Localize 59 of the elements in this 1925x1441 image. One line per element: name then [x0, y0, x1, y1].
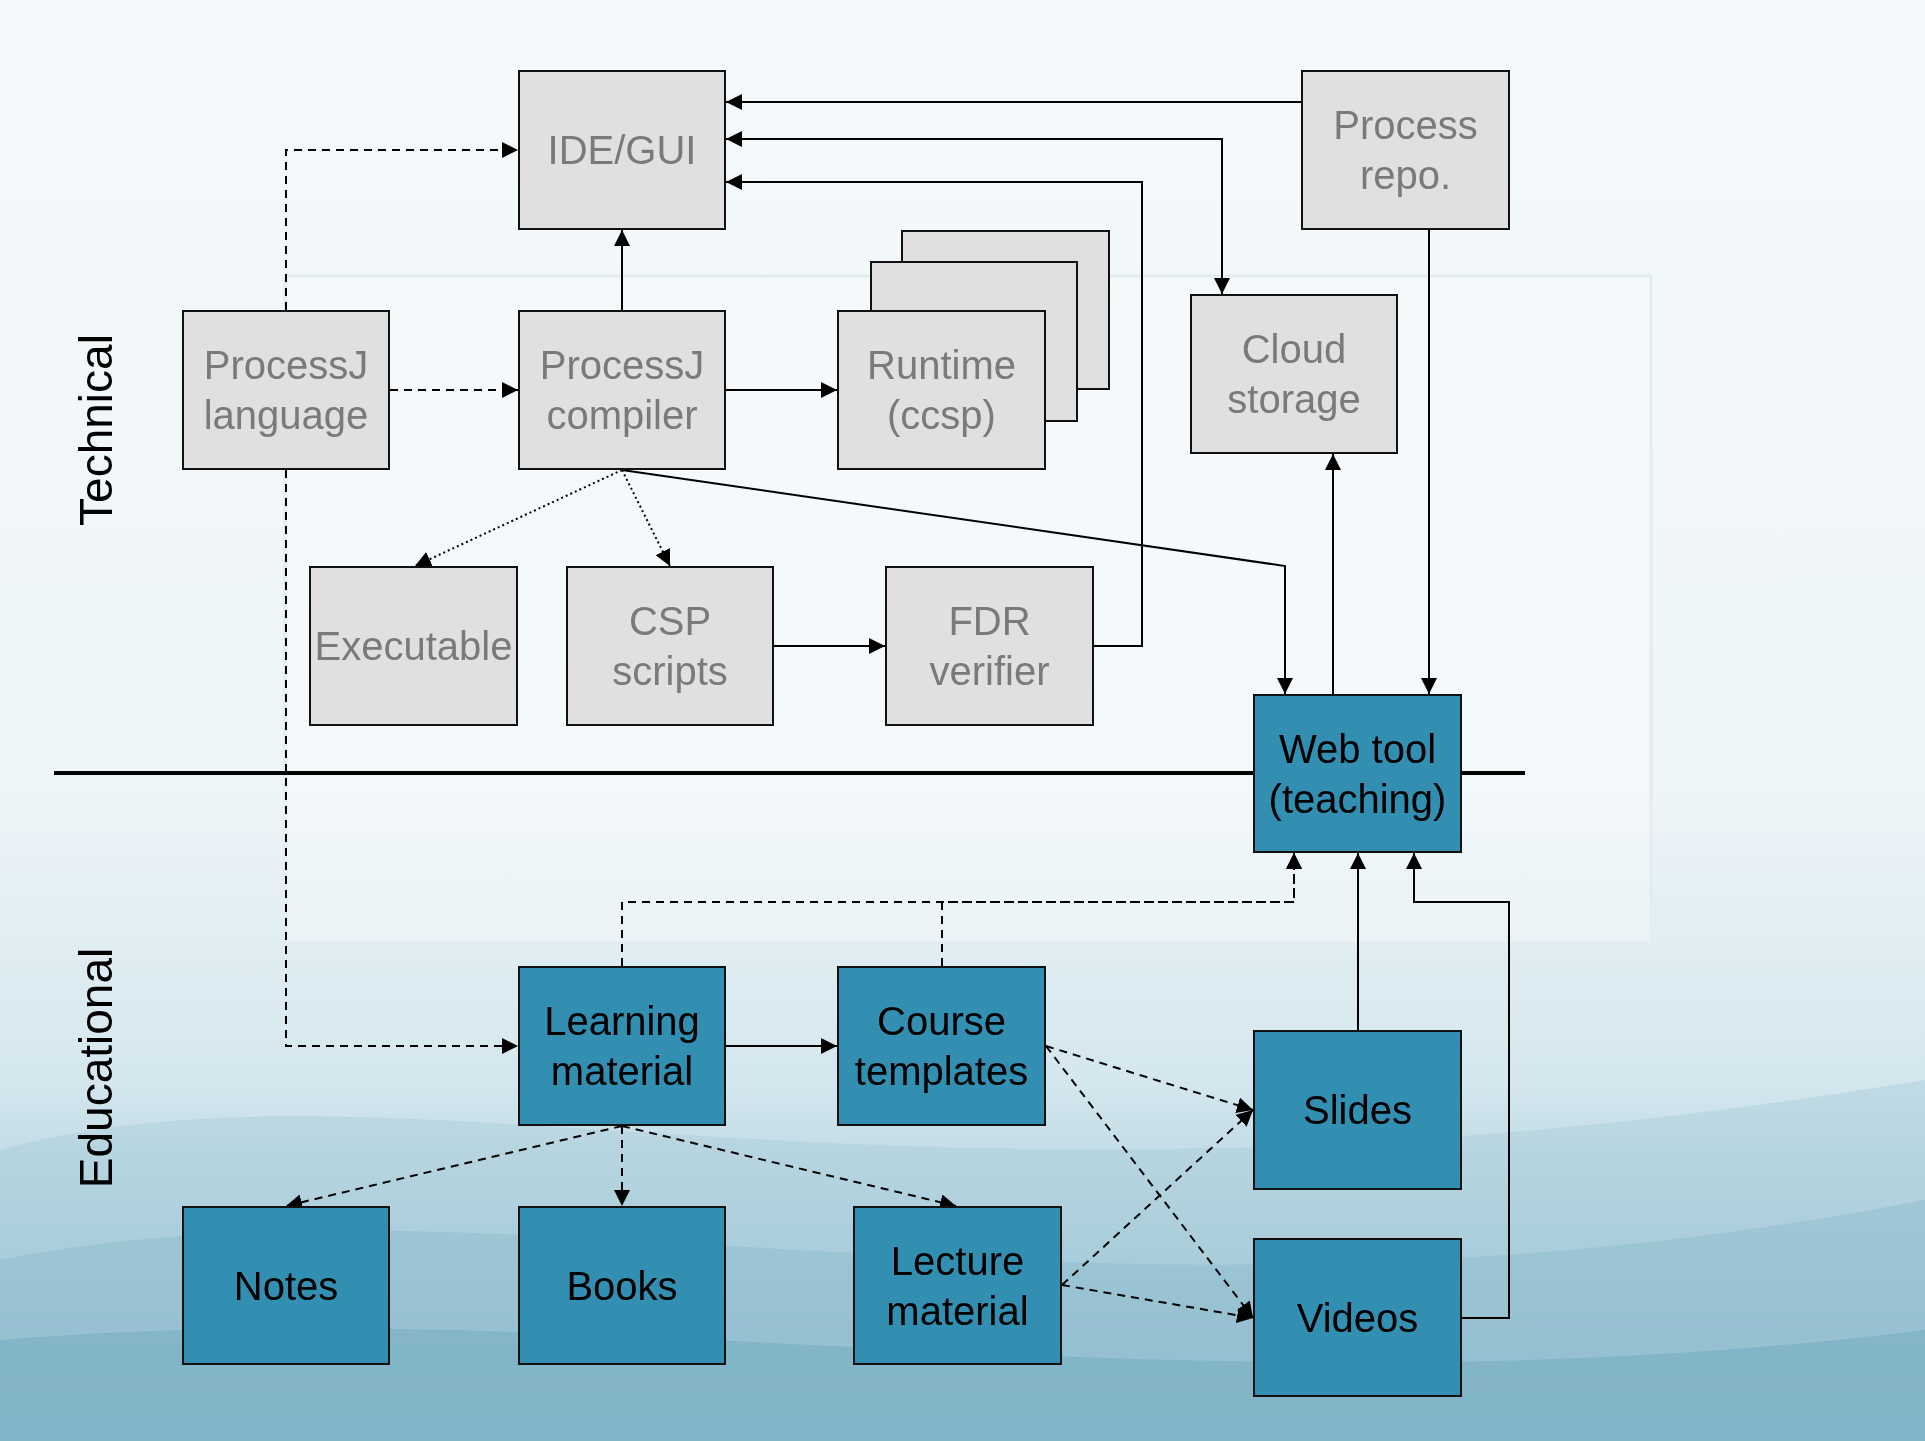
arrow — [773, 638, 886, 654]
arrow — [621, 469, 1293, 695]
box-label: FDR verifier — [928, 598, 1051, 695]
box-label: Course templates — [853, 998, 1030, 1095]
box-label: Slides — [1303, 1087, 1412, 1134]
section-label: Educational — [69, 947, 124, 1189]
section-label: Technical — [68, 334, 123, 526]
box-label: CSP scripts — [611, 598, 729, 695]
component-box — [518, 310, 726, 470]
arrow — [1406, 852, 1510, 1319]
arrow — [614, 1125, 630, 1207]
arrow — [285, 142, 519, 311]
arrow — [1045, 1045, 1254, 1113]
teaching-box — [182, 1206, 390, 1365]
box-label: Process repo. — [1332, 102, 1479, 199]
component-box — [1301, 70, 1510, 230]
box-label: Web tool (teaching) — [1267, 725, 1448, 823]
arrow — [725, 1038, 838, 1054]
box-label: Lecture material — [885, 1237, 1030, 1335]
component-box — [518, 70, 726, 230]
teaching-box — [853, 1206, 1062, 1365]
arrow — [725, 94, 1302, 110]
teaching-box — [1253, 1238, 1462, 1397]
arrow — [1061, 1284, 1254, 1324]
component-box — [182, 310, 390, 470]
box-label: Learning material — [543, 998, 701, 1095]
arrow — [1421, 229, 1437, 695]
box-label: Notes — [233, 1262, 339, 1310]
component-box — [309, 566, 518, 726]
box-label: IDE/GUI — [547, 127, 697, 174]
teaching-box — [837, 966, 1046, 1126]
arrow — [1325, 453, 1341, 695]
teaching-box — [518, 1206, 726, 1365]
teaching-box — [518, 966, 726, 1126]
component-box — [1190, 294, 1398, 454]
component-box — [885, 566, 1094, 726]
box-label: Cloud storage — [1226, 326, 1362, 423]
teaching-box — [1253, 1030, 1462, 1190]
arrow — [614, 229, 630, 311]
component-box — [566, 566, 774, 726]
box-label: ProcessJ language — [202, 342, 370, 439]
arrow — [1045, 1045, 1254, 1319]
stacked-component-box — [837, 230, 1110, 470]
box-label: Books — [566, 1262, 678, 1310]
arrow — [725, 382, 838, 398]
box-label: Executable — [314, 623, 513, 670]
arrow — [389, 382, 519, 398]
teaching-box — [1253, 694, 1462, 853]
arrow — [1061, 1109, 1254, 1286]
arrow — [1350, 852, 1366, 1031]
arrow — [725, 174, 1143, 647]
arrow — [285, 469, 519, 1054]
arrow — [414, 469, 623, 567]
arrow — [725, 131, 1230, 295]
arrow — [621, 469, 671, 567]
box-label: Runtime (ccsp) — [866, 342, 1017, 439]
box-label: Videos — [1296, 1294, 1419, 1342]
arrow — [941, 852, 1302, 967]
box-label: ProcessJ compiler — [538, 342, 706, 439]
